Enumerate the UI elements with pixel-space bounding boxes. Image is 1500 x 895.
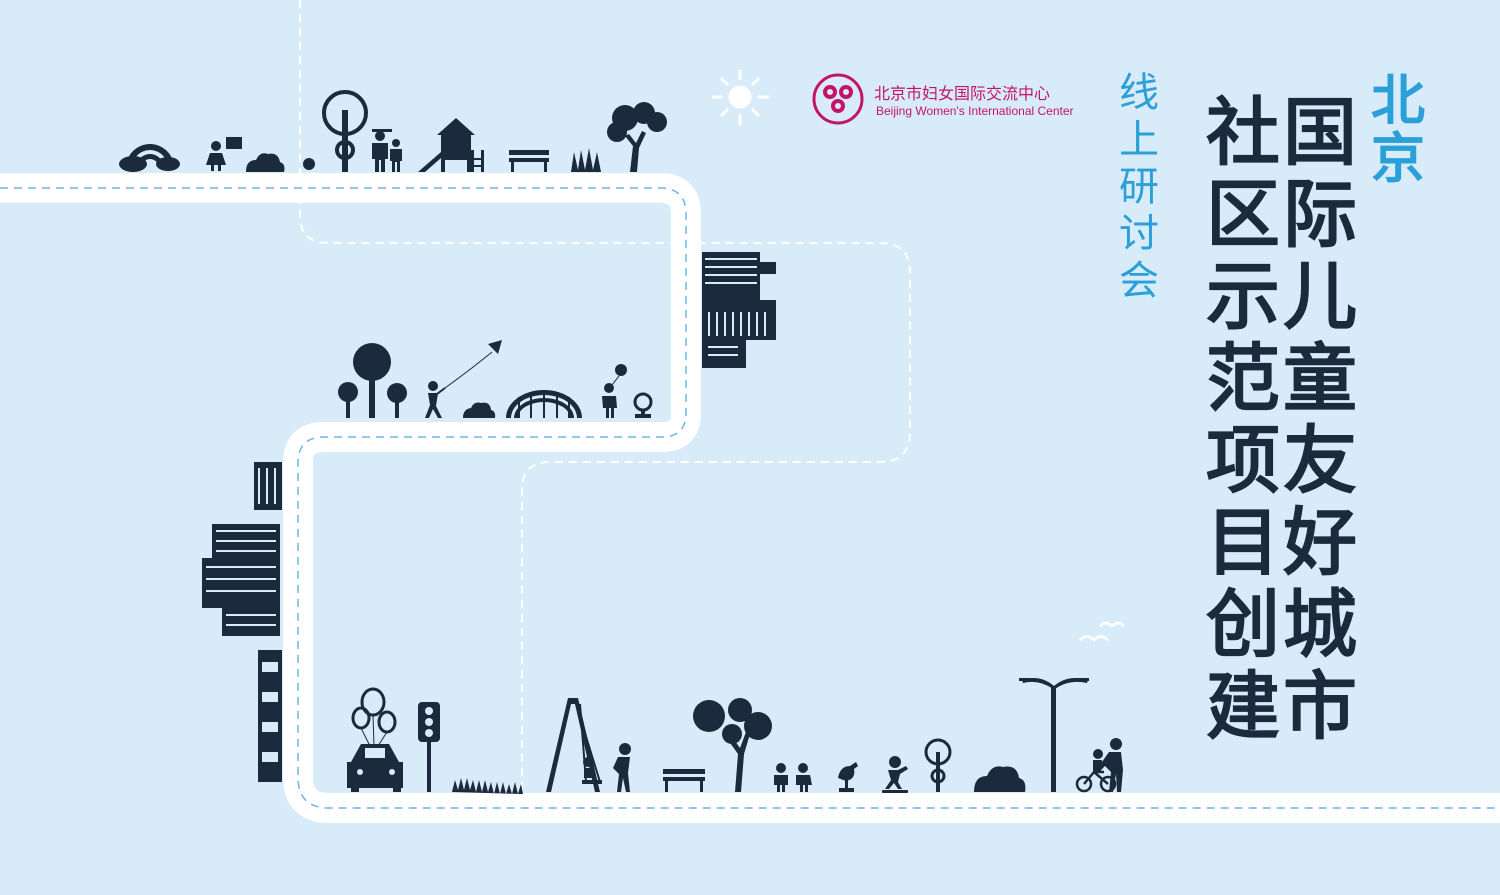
rainbow-icon — [119, 144, 180, 172]
balloons-icon — [351, 687, 397, 747]
building-icon — [202, 462, 282, 782]
traffic-light-icon — [418, 702, 440, 792]
title-char: 创 — [1206, 582, 1280, 668]
title-char: 范 — [1206, 336, 1280, 422]
org-name-chinese: 北京市妇女国际交流中心 — [874, 84, 1051, 103]
trees-icon — [338, 343, 407, 418]
title-char: 区 — [1206, 172, 1280, 258]
birds-icon — [1079, 621, 1125, 642]
bush-icon — [974, 766, 1026, 792]
title-column-2: 国 际 儿 童 友 好 城 市 — [1280, 92, 1360, 748]
title-char: 儿 — [1283, 254, 1357, 340]
bush-icon — [463, 402, 496, 418]
globe-icon — [633, 392, 653, 418]
building-icon — [702, 252, 776, 368]
title-char: 国 — [1283, 90, 1357, 176]
child-with-balloon-icon — [602, 364, 627, 418]
title-prefix: 北 京 — [1365, 72, 1431, 188]
bicycle-icon — [1075, 738, 1123, 793]
title-char: 际 — [1283, 172, 1357, 258]
tree-icon — [322, 90, 368, 172]
subtitle-char: 研 — [1119, 164, 1159, 210]
title-char: 市 — [1283, 664, 1357, 750]
subtitle-char: 会 — [1119, 258, 1159, 304]
bench-icon — [663, 769, 705, 792]
tree-icon — [693, 698, 772, 792]
subtitle: 线 上 研 讨 会 — [1114, 70, 1164, 305]
main-road — [0, 173, 1500, 823]
children-icon — [774, 763, 812, 792]
playhouse-icon — [418, 118, 484, 172]
swing-icon — [546, 698, 631, 792]
bush-icon — [246, 153, 285, 172]
org-name-english: Beijing Women's International Center — [876, 104, 1074, 118]
tree-icon — [607, 102, 667, 172]
car-icon — [347, 687, 403, 792]
subtitle-char: 讨 — [1119, 211, 1159, 257]
title-char: 示 — [1206, 254, 1280, 340]
title-char: 建 — [1206, 664, 1280, 750]
street-lamp-icon — [1019, 678, 1089, 792]
bench-icon — [509, 150, 549, 172]
title-prefix-char: 北 — [1371, 69, 1425, 132]
skateboarder-icon — [882, 756, 908, 793]
title-char: 城 — [1283, 582, 1357, 668]
title-char: 友 — [1283, 418, 1357, 504]
title-prefix-char: 京 — [1371, 127, 1425, 190]
subtitle-char: 上 — [1119, 117, 1159, 163]
subtitle-char: 线 — [1119, 70, 1159, 116]
tree-icon — [924, 738, 952, 792]
kite-icon — [425, 340, 502, 418]
ball-icon — [303, 158, 315, 170]
family-icon — [372, 129, 402, 172]
spring-rider-icon — [838, 762, 858, 792]
child-with-sign-icon — [206, 137, 242, 171]
title-char: 童 — [1283, 336, 1357, 422]
title-column-1: 社 区 示 范 项 目 创 建 — [1203, 92, 1283, 748]
title-char: 好 — [1283, 500, 1357, 586]
title-char: 项 — [1206, 418, 1280, 504]
climbing-arch-icon — [506, 390, 582, 418]
sun-icon — [712, 70, 769, 125]
title-char: 目 — [1206, 500, 1280, 586]
grass-icon — [571, 148, 601, 172]
title-char: 社 — [1206, 90, 1280, 176]
grass-icon — [452, 778, 523, 794]
org-logo-icon — [812, 73, 864, 125]
